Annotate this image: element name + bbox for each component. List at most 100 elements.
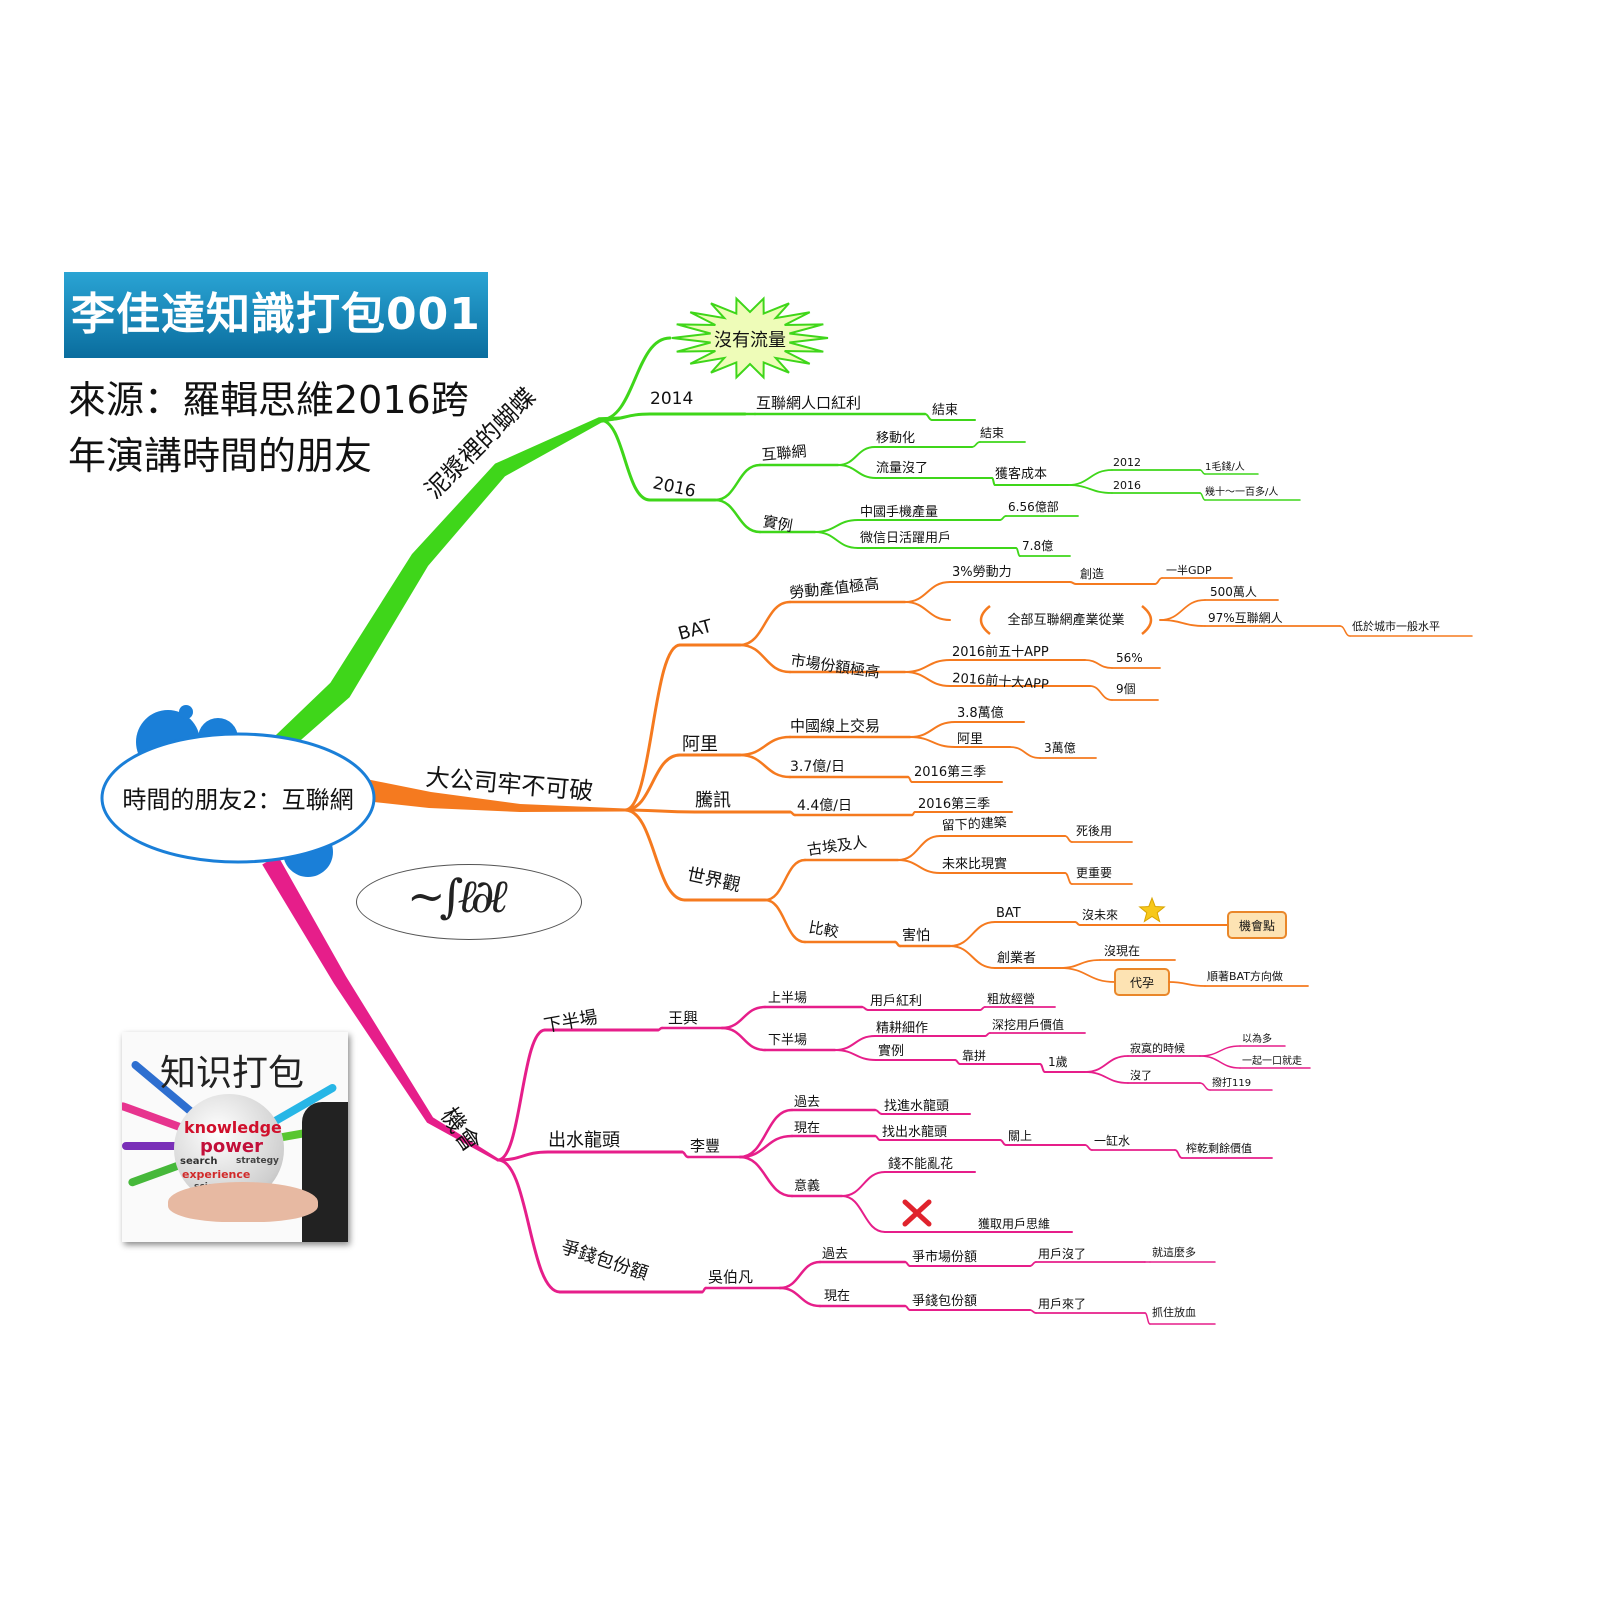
node-label: 一半GDP	[1166, 563, 1212, 577]
node-label: 創造	[1080, 567, 1104, 581]
branch-connector	[1199, 1045, 1241, 1057]
signature-stamp: ~∫ℓ∂ℓ	[356, 864, 582, 940]
branch-connector	[738, 1155, 794, 1198]
main-branch	[273, 416, 621, 753]
node-label: 3萬億	[1044, 741, 1076, 755]
node-label: 現在	[824, 1289, 850, 1304]
branch-connector	[623, 753, 682, 812]
branch-connector	[1015, 547, 1021, 557]
branch-connector	[949, 945, 996, 969]
node-label: 找出水龍頭	[882, 1124, 947, 1140]
branch-connector	[999, 1139, 1007, 1146]
branch-connector	[738, 1108, 794, 1159]
node-label: 9個	[1116, 682, 1136, 696]
branch-connector	[814, 531, 859, 549]
cross-icon	[902, 1199, 932, 1227]
node-label: 中國線上交易	[790, 717, 880, 735]
node-label: 用戶沒了	[1038, 1247, 1086, 1261]
branch-connector	[1064, 872, 1073, 885]
logo-word: experience	[182, 1168, 251, 1181]
node-label: 3.7億/日	[790, 759, 845, 775]
branch-connector	[496, 1150, 550, 1162]
node-label: 2016	[1113, 479, 1141, 492]
branch-connector	[1039, 1063, 1046, 1073]
knowledge-globe-icon: knowledge power search experience strate…	[174, 1094, 284, 1204]
node-label: 實例	[878, 1043, 904, 1059]
branch-connector	[949, 921, 996, 947]
branch-connector	[623, 643, 682, 812]
node-label: 獲取用戶思維	[978, 1217, 1050, 1231]
node-label: 就這麼多	[1152, 1245, 1196, 1259]
node-label: 勞動產值極高	[789, 575, 880, 602]
branch-connector	[1084, 1071, 1129, 1084]
node-label: 2016	[651, 473, 697, 502]
branch-connector	[837, 446, 876, 466]
branch-connector	[924, 413, 933, 421]
logo-word: power	[200, 1136, 263, 1157]
logo-sleeve	[302, 1102, 348, 1242]
node-label: 一起一口就走	[1242, 1054, 1302, 1067]
node-label: 一缸水	[1094, 1133, 1130, 1148]
node-label: 幾十～一百多/人	[1205, 485, 1278, 498]
node-label: 害怕	[902, 928, 930, 944]
node-label: 爭錢包份額	[912, 1293, 977, 1309]
branch-connector	[834, 1035, 876, 1051]
branch-connector	[598, 418, 652, 502]
branch-connector	[738, 735, 792, 757]
logo-word: knowledge	[184, 1118, 282, 1137]
node-label: 死後用	[1076, 824, 1112, 838]
node-label: 3.8萬億	[957, 705, 1004, 721]
node-label: 低於城市一般水平	[1352, 619, 1440, 633]
node-label: 1歲	[1048, 1055, 1068, 1069]
branch-connector	[1059, 967, 1116, 983]
branch-connector	[738, 643, 792, 674]
node-label: 1毛錢/人	[1205, 460, 1245, 473]
node-label: 阿里	[682, 734, 718, 755]
node-label: 意義	[794, 1178, 820, 1194]
node-label: 爭市場份額	[912, 1249, 977, 1265]
node-label: 錢不能亂花	[888, 1156, 953, 1172]
node-label: 阿里	[957, 732, 983, 747]
node-label: 下半場	[542, 1007, 599, 1037]
node-label: 97%互聯網人	[1208, 611, 1283, 625]
node-label: 結束	[932, 403, 958, 418]
node-label: 2014	[650, 389, 693, 409]
branch-connector	[1084, 659, 1113, 669]
branch-connector	[1339, 625, 1351, 637]
node-label: 下半場	[768, 1033, 807, 1048]
branch-connector	[904, 671, 951, 687]
node-label: 更重要	[1076, 866, 1112, 880]
branch-connector	[841, 1195, 886, 1233]
node-label: 2016第三季	[914, 765, 986, 780]
node-label: 沒現在	[1104, 944, 1140, 958]
node-label: 留下的建築	[941, 815, 1007, 834]
branch-connector	[738, 753, 792, 779]
branch-connector	[738, 1134, 794, 1159]
branch-connector	[1029, 1309, 1037, 1314]
node-label: 創業者	[997, 950, 1036, 966]
branch-connector	[763, 858, 807, 902]
burst-label: 沒有流量	[714, 330, 786, 351]
node-label: 靠拼	[962, 1049, 986, 1063]
branch-connector	[1144, 1312, 1151, 1325]
branch-connector	[874, 1109, 883, 1115]
branch-connector	[720, 1005, 767, 1030]
node-label: 2016第三季	[918, 797, 990, 812]
branch-connector	[909, 721, 956, 738]
branch-connector	[837, 464, 877, 479]
branch-connector	[897, 859, 941, 874]
knowledge-pack-logo: 知识打包 knowledge power search experience s…	[122, 1032, 348, 1242]
branch-connector	[1084, 1144, 1093, 1151]
node-label: 以為多	[1242, 1032, 1272, 1045]
node-label: BAT	[996, 906, 1021, 921]
node-label: 粗放經營	[987, 991, 1035, 1006]
node-label: 爭錢包份額	[558, 1237, 650, 1285]
node-label: 榨乾剩餘價值	[1186, 1141, 1252, 1155]
node-label: 精耕細作	[876, 1020, 928, 1036]
node-label: BAT	[676, 615, 715, 644]
branch-connector	[1029, 1261, 1037, 1267]
node-label: 用戶紅利	[870, 994, 922, 1009]
node-label: 獲客成本	[995, 466, 1047, 482]
opportunity-tag	[1227, 911, 1287, 939]
